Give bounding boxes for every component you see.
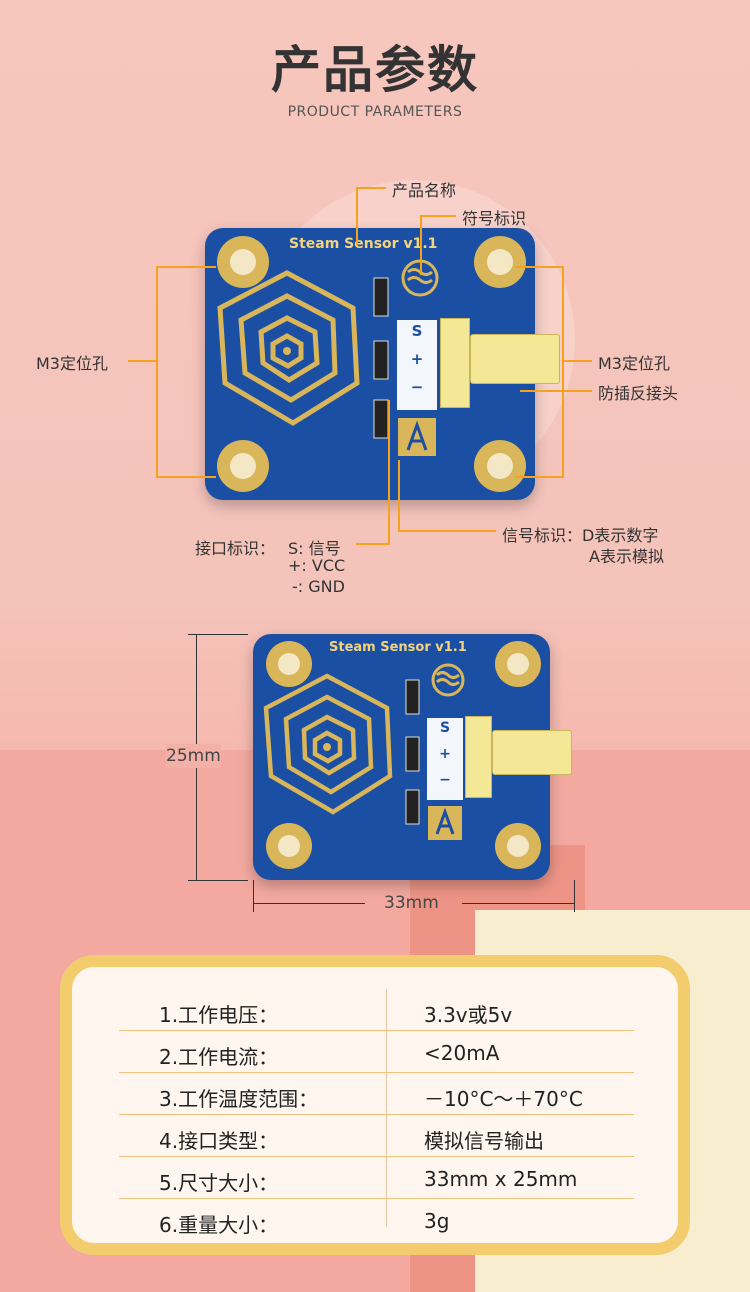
pin-header-housing: [465, 716, 492, 798]
spec-label: 3.工作温度范围：: [159, 1087, 319, 1111]
page-subtitle: PRODUCT PARAMETERS: [287, 104, 463, 120]
table-divider: [386, 989, 387, 1227]
spec-value: －10°C～＋70°C: [424, 1087, 583, 1111]
pin-label-vcc: +: [439, 746, 451, 762]
board-artwork: [263, 641, 541, 869]
callout-line: [398, 460, 400, 532]
callout-line: [356, 543, 390, 545]
table-row: 6.重量大小： 3g: [119, 1199, 634, 1241]
table-row: 5.尺寸大小： 33mm x 25mm: [119, 1157, 634, 1199]
spec-value: 3.3v或5v: [424, 1003, 513, 1027]
callout-line: [562, 266, 564, 478]
callout-line: [515, 476, 564, 478]
callout-interface-vcc: +: VCC: [288, 556, 346, 575]
table-row: 3.工作温度范围： －10°C～＋70°C: [119, 1073, 634, 1115]
callout-line: [520, 390, 592, 392]
callout-line: [156, 266, 158, 478]
connector-extension: [470, 334, 560, 384]
mount-hole: [217, 440, 269, 492]
callout-line: [156, 476, 216, 478]
callout-signal-mark: 信号标识：D表示数字: [502, 526, 659, 545]
callout-symbol-mark: 符号标识: [462, 209, 527, 228]
sensor-board-top: Steam Sensor v1.1 S + −: [205, 228, 535, 500]
callout-interface-s: S: 信号: [288, 539, 341, 558]
dimension-line: [253, 903, 365, 904]
callout-line: [420, 215, 456, 217]
spec-label: 1.工作电压：: [159, 1003, 279, 1027]
callout-line: [128, 360, 156, 362]
callout-line: [356, 187, 386, 189]
dimension-line: [188, 880, 248, 881]
callout-line: [398, 530, 496, 532]
table-row: 1.工作电压： 3.3v或5v: [119, 989, 634, 1031]
spec-value: 模拟信号输出: [424, 1129, 544, 1153]
callout-line: [156, 266, 216, 268]
callout-signal-analog: A表示模拟: [589, 547, 664, 566]
spec-value: <20mA: [424, 1041, 500, 1065]
dimension-width: 33mm: [384, 893, 439, 913]
spec-label: 4.接口类型：: [159, 1129, 279, 1153]
page-title: 产品参数: [271, 41, 479, 99]
board-artwork: [217, 236, 526, 492]
pin-label-vcc: +: [410, 350, 424, 368]
dimension-line: [462, 903, 574, 904]
callout-m3-left: M3定位孔: [36, 354, 108, 373]
spec-label: 2.工作电流：: [159, 1045, 279, 1069]
mount-hole: [474, 440, 526, 492]
callout-line: [388, 400, 390, 545]
pin-label-gnd: −: [410, 378, 424, 396]
board-model-label: Steam Sensor v1.1: [329, 640, 467, 655]
pin-label-s: S: [439, 720, 451, 736]
spec-value: 33mm x 25mm: [424, 1167, 578, 1191]
callout-product-name: 产品名称: [392, 181, 457, 200]
table-row: 2.工作电流： <20mA: [119, 1031, 634, 1073]
mount-hole: [474, 236, 526, 288]
spec-table: 1.工作电压： 3.3v或5v 2.工作电流： <20mA 3.工作温度范围： …: [60, 955, 690, 1255]
mount-hole: [217, 236, 269, 288]
table-row: 4.接口类型： 模拟信号输出: [119, 1115, 634, 1157]
callout-anti-reverse: 防插反接头: [598, 384, 679, 403]
callout-line: [515, 266, 564, 268]
spec-label: 5.尺寸大小：: [159, 1171, 279, 1195]
callout-m3-right: M3定位孔: [598, 354, 670, 373]
callout-interface-gnd: -: GND: [292, 577, 345, 596]
connector-extension: [492, 730, 572, 775]
pin-label-gnd: −: [439, 772, 451, 788]
spec-value: 3g: [424, 1209, 450, 1233]
board-model-label: Steam Sensor v1.1: [289, 236, 438, 252]
dimension-height: 25mm: [166, 744, 221, 768]
callout-line: [356, 187, 358, 245]
callout-line: [420, 215, 422, 275]
sensing-web: [217, 270, 360, 426]
callout-line: [564, 360, 592, 362]
dimension-line: [574, 880, 575, 912]
dimension-line: [253, 880, 254, 912]
pin-header-housing: [440, 318, 470, 408]
dimension-line: [188, 634, 248, 635]
pin-label-s: S: [411, 322, 423, 340]
callout-interface-mark: 接口标识：: [195, 539, 276, 558]
spec-label: 6.重量大小：: [159, 1213, 279, 1237]
